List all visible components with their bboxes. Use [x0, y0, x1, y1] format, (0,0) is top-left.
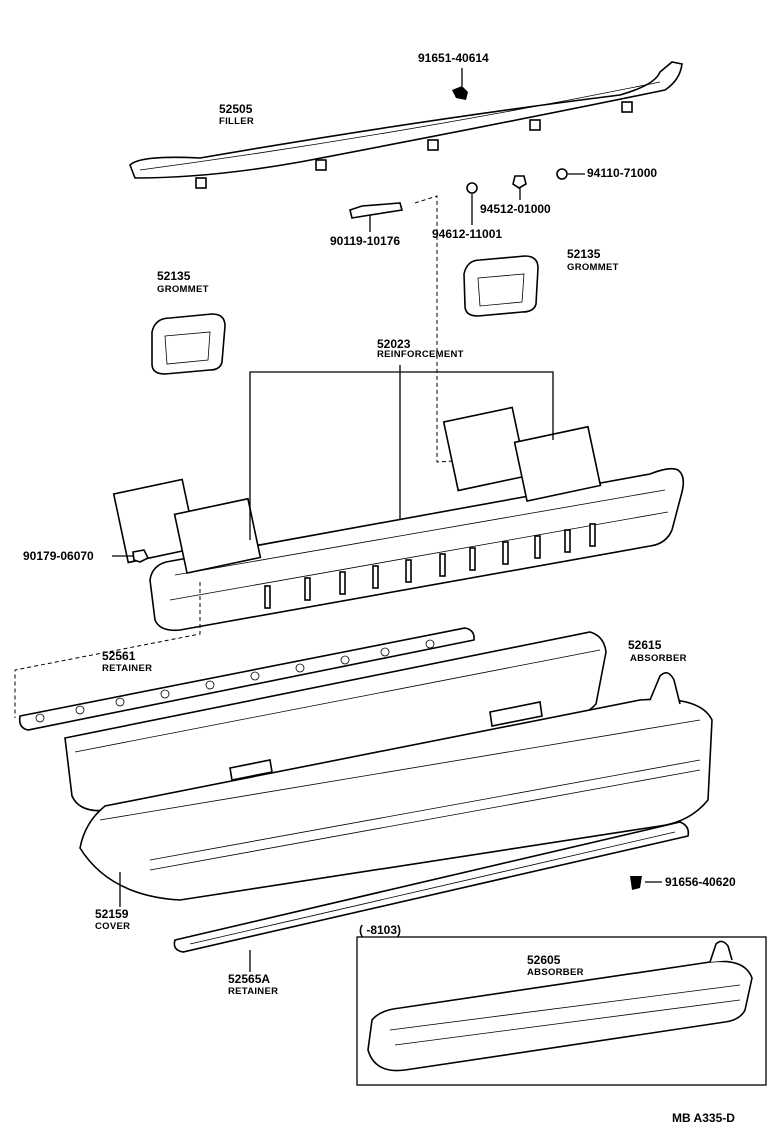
nut-90179 [112, 549, 150, 563]
part-number-52505: 52505 [219, 102, 253, 116]
bolt-90119 [349, 202, 404, 232]
part-number-52615: 52615 [628, 638, 662, 652]
grommet-right [463, 255, 539, 317]
retainer-upper [18, 627, 475, 731]
part-number-91656: 91656-40620 [665, 875, 736, 889]
diagram-code: MB A335-D [672, 1111, 735, 1125]
bumper-cover [79, 672, 713, 901]
part-number-52159: 52159 [95, 907, 129, 921]
guide-line-bolt [414, 195, 471, 463]
part-number-52561: 52561 [102, 649, 136, 663]
part-number-90119: 90119-10176 [330, 234, 401, 248]
part-number-94612: 94612-11001 [432, 227, 503, 241]
part-number-52135-right: 52135 [567, 247, 601, 261]
part-name-grommet-right: GROMMET [567, 262, 619, 273]
reinforcement-beam [112, 406, 685, 632]
part-name-grommet-left: GROMMET [157, 284, 209, 295]
part-name-filler: FILLER [219, 116, 255, 127]
part-name-absorber-inset: ABSORBER [527, 967, 584, 978]
absorber-inset [367, 940, 753, 1072]
inset-range: ( -8103) [359, 923, 402, 937]
part-name-absorber: ABSORBER [630, 653, 687, 664]
washer-94612 [466, 182, 478, 225]
part-number-52605: 52605 [527, 953, 561, 967]
part-name-reinforcement: REINFORCEMENT [377, 349, 464, 360]
part-number-52135-left: 52135 [157, 269, 191, 283]
part-number-90179: 90179-06070 [23, 549, 94, 563]
part-name-retainer-lower: RETAINER [228, 986, 279, 997]
part-name-cover: COVER [95, 921, 131, 932]
callout-bracket-52023 [249, 365, 554, 540]
filler-strip [129, 61, 683, 189]
part-number-94110: 94110-71000 [587, 166, 658, 180]
clip-91651 [452, 68, 468, 100]
nut-94512 [512, 175, 527, 200]
retainer-lower [173, 821, 690, 953]
part-number-94512: 94512-01000 [480, 202, 551, 216]
part-name-retainer-upper: RETAINER [102, 663, 153, 674]
inset-frame [356, 936, 767, 1086]
part-number-52565a: 52565A [228, 972, 271, 986]
nut-94110 [556, 168, 585, 180]
grommet-left [151, 313, 226, 375]
part-number-52023: 52023 [377, 337, 411, 351]
clip-91656 [630, 876, 662, 890]
part-number-91651: 91651-40614 [418, 51, 489, 65]
